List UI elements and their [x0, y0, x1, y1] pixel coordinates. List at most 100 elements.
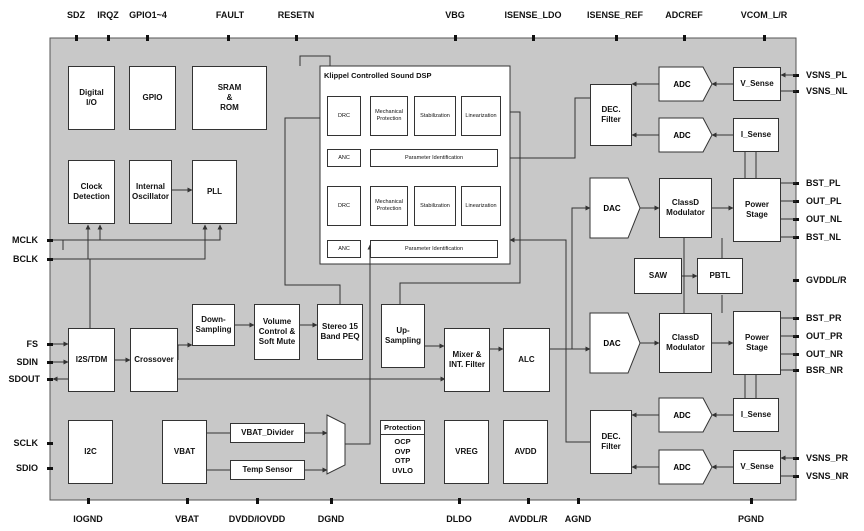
dsp-param-1: Parameter Identification — [370, 149, 498, 167]
dsp-mech-1: Mechanical Protection — [370, 96, 408, 136]
dac-shape-l — [589, 177, 641, 239]
clock-detection-block: Clock Detection — [68, 160, 115, 224]
i-sense-block-top: I_Sense — [733, 118, 779, 152]
adc-shape-ir — [658, 397, 713, 433]
dsp-title: Klippel Controlled Sound DSP — [324, 71, 432, 80]
temp-sensor-block: Temp Sensor — [230, 460, 305, 480]
protection-item-uvlo: UVLO — [392, 465, 413, 475]
i2s-tdm-block: I2S/TDM — [68, 328, 115, 392]
stereo-peq-block: Stereo 15 Band PEQ — [317, 304, 363, 360]
dsp-lin-1: Linearization — [461, 96, 501, 136]
pll-block: PLL — [192, 160, 237, 224]
dec-filter-block-top: DEC. Filter — [590, 84, 632, 146]
volume-control-block: Volume Control & Soft Mute — [254, 304, 300, 360]
pin-dldo: DLDO — [446, 514, 472, 524]
dec-filter-block-bottom: DEC. Filter — [590, 410, 632, 474]
i-sense-block-bottom: I_Sense — [733, 398, 779, 432]
pin-vsns-pl: VSNS_PL — [806, 70, 848, 80]
pin-sdout: SDOUT — [8, 374, 41, 384]
dsp-mech-2: Mechanical Protection — [370, 186, 408, 226]
dsp-drc-1: DRC — [327, 96, 361, 136]
alc-block: ALC — [503, 328, 550, 392]
pin-bst-pl: BST_PL — [806, 178, 841, 188]
dsp-stab-1: Stabilization — [414, 96, 456, 136]
pin-gvddl-r: GVDDL/R — [806, 275, 847, 285]
pbtl-block: PBTL — [697, 258, 743, 294]
classd-modulator-block-right: ClassD Modulator — [659, 313, 712, 373]
dsp-anc-2: ANC — [327, 240, 361, 258]
adc-label-vr: ADC — [673, 462, 691, 472]
pin-mclk: MCLK — [12, 235, 38, 245]
protection-item-ocp: OCP — [394, 437, 411, 447]
adc-shape-il — [658, 117, 713, 153]
pin-vsns-nl: VSNS_NL — [806, 86, 848, 96]
vreg-block: VREG — [444, 420, 489, 484]
protection-title: Protection — [381, 423, 424, 436]
pin-fs: FS — [26, 339, 38, 349]
pin-vbg: VBG — [445, 10, 465, 20]
pin-bsr-nr: BSR_NR — [806, 365, 844, 375]
connection-lines — [52, 55, 796, 477]
pin-out-nl: OUT_NL — [806, 214, 842, 224]
dac-label-right: DAC — [603, 338, 621, 348]
digital-io-block: Digital I/O — [68, 66, 115, 130]
pin-vcom-lr: VCOM_L/R — [740, 10, 788, 20]
pin-out-nr: OUT_NR — [806, 349, 844, 359]
avdd-block: AVDD — [503, 420, 548, 484]
protection-item-ovp: OVP — [394, 446, 411, 456]
protection-item-otp: OTP — [394, 456, 411, 466]
pin-sdio: SDIO — [15, 463, 38, 473]
pin-bst-pr: BST_PR — [806, 313, 842, 323]
v-sense-block-top: V_Sense — [733, 67, 781, 101]
pin-sclk: SCLK — [13, 438, 39, 448]
vbat-divider-block: VBAT_Divider — [230, 423, 305, 443]
i2c-block: I2C — [68, 420, 113, 484]
pin-bst-nl: BST_NL — [806, 232, 842, 242]
pin-dgnd: DGND — [317, 514, 345, 524]
dsp-anc-1: ANC — [327, 149, 361, 167]
dsp-lin-2: Linearization — [461, 186, 501, 226]
pin-dvdd-iovdd: DVDD/IOVDD — [228, 514, 286, 524]
mixer-int-filter-block: Mixer & INT. Filter — [444, 328, 490, 392]
v-sense-block-bottom: V_Sense — [733, 450, 781, 484]
power-stage-block-right: Power Stage — [733, 311, 781, 375]
pin-vbat: VBAT — [175, 514, 199, 524]
pin-agnd: AGND — [564, 514, 592, 524]
pin-gpio1-4: GPIO1~4 — [129, 10, 167, 20]
protection-block: Protection OCP OVP OTP UVLO — [380, 420, 425, 484]
mux-shape — [326, 414, 346, 475]
pin-iognd: IOGND — [73, 514, 103, 524]
vbat-block: VBAT — [162, 420, 207, 484]
dsp-drc-2: DRC — [327, 186, 361, 226]
pin-vsns-nr: VSNS_NR — [806, 471, 849, 481]
pin-avddl-r: AVDDL/R — [508, 514, 548, 524]
pin-irqz: IRQZ — [97, 10, 119, 20]
pin-resetn: RESETN — [277, 10, 315, 20]
gpio-block: GPIO — [129, 66, 176, 130]
adc-shape-vr — [658, 449, 713, 485]
pin-vsns-pr: VSNS_PR — [806, 453, 849, 463]
adc-label-ir: ADC — [673, 410, 691, 420]
pin-isense-ref: ISENSE_REF — [586, 10, 644, 20]
internal-oscillator-block: Internal Oscillator — [129, 160, 172, 224]
dac-shape-r — [589, 312, 641, 374]
up-sampling-block: Up- Sampling — [381, 304, 425, 368]
classd-modulator-block-left: ClassD Modulator — [659, 178, 712, 238]
pin-pgnd: PGND — [737, 514, 765, 524]
dac-label-left: DAC — [603, 203, 621, 213]
pin-sdz: SDZ — [67, 10, 85, 20]
down-sampling-block: Down- Sampling — [192, 304, 235, 346]
power-stage-block-left: Power Stage — [733, 178, 781, 242]
pin-bclk: BCLK — [13, 254, 38, 264]
adc-shape-vl — [658, 66, 713, 102]
adc-label-vl: ADC — [673, 79, 691, 89]
pin-isense-ldo: ISENSE_LDO — [504, 10, 562, 20]
saw-block: SAW — [634, 258, 682, 294]
pin-adcref: ADCREF — [665, 10, 703, 20]
pin-out-pr: OUT_PR — [806, 331, 843, 341]
pin-out-pl: OUT_PL — [806, 196, 842, 206]
dsp-stab-2: Stabilization — [414, 186, 456, 226]
pin-sdin: SDIN — [16, 357, 38, 367]
sram-rom-block: SRAM & ROM — [192, 66, 267, 130]
dsp-param-2: Parameter Identification — [370, 240, 498, 258]
